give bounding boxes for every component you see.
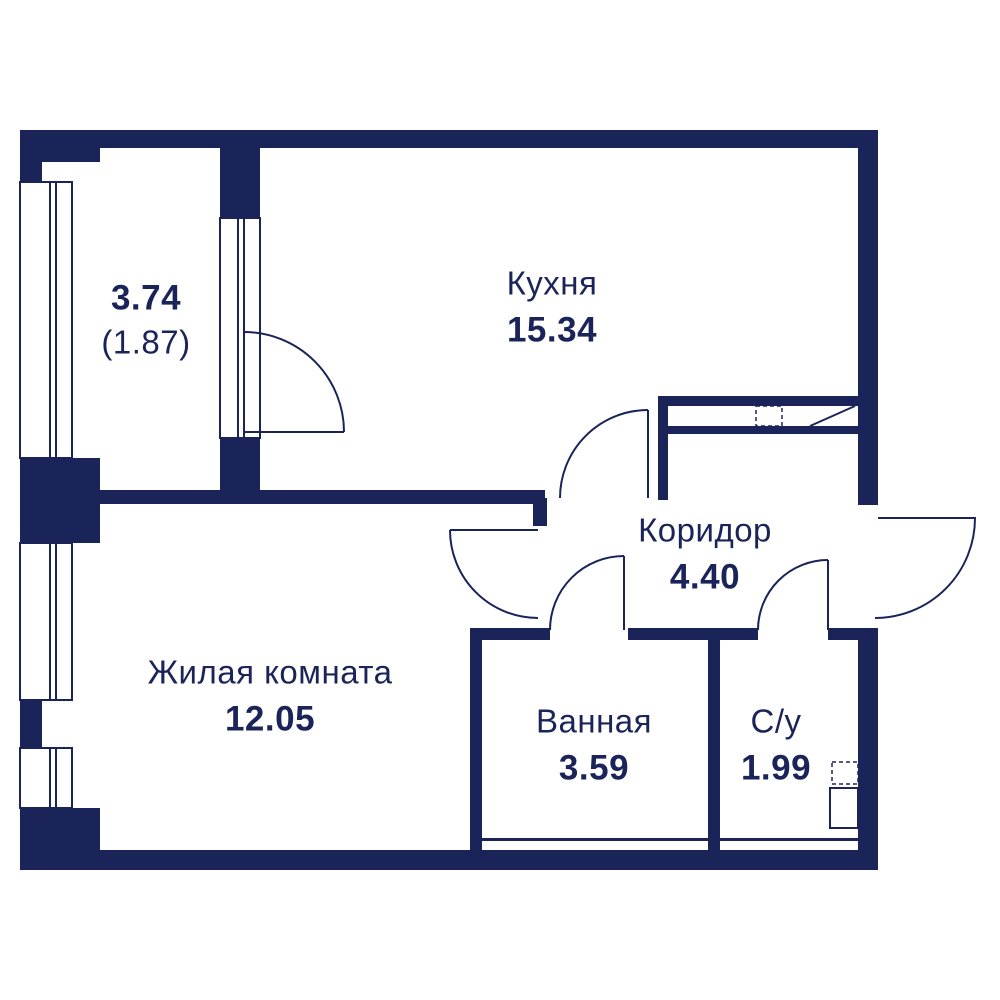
living-room-area: 12.05 bbox=[224, 699, 316, 739]
bathroom-label: Ванная 3.59 bbox=[535, 702, 653, 789]
toilet-name: С/у bbox=[750, 702, 802, 740]
living-room-name: Жилая комната bbox=[147, 653, 393, 691]
corridor-label: Коридор 4.40 bbox=[638, 511, 772, 598]
living-room-label: Жилая комната 12.05 bbox=[147, 653, 393, 740]
kitchen-label: Кухня 15.34 bbox=[506, 264, 598, 351]
doors bbox=[243, 331, 977, 631]
kitchen-area: 15.34 bbox=[506, 310, 598, 350]
windows bbox=[19, 181, 261, 809]
toilet-label: С/у 1.99 bbox=[740, 702, 812, 789]
bathroom-area: 3.59 bbox=[558, 748, 630, 788]
balcony-area: 3.74 bbox=[110, 278, 182, 318]
fixtures bbox=[755, 405, 859, 785]
balcony-label: 3.74 (1.87) bbox=[101, 278, 191, 361]
corridor-name: Коридор bbox=[638, 511, 772, 549]
walls bbox=[20, 130, 878, 870]
fixture-lines bbox=[809, 405, 859, 829]
toilet-area: 1.99 bbox=[740, 748, 812, 788]
corridor-area: 4.40 bbox=[669, 557, 741, 597]
kitchen-name: Кухня bbox=[506, 264, 598, 302]
balcony-area-sub: (1.87) bbox=[101, 323, 191, 361]
bathroom-name: Ванная bbox=[535, 702, 653, 740]
